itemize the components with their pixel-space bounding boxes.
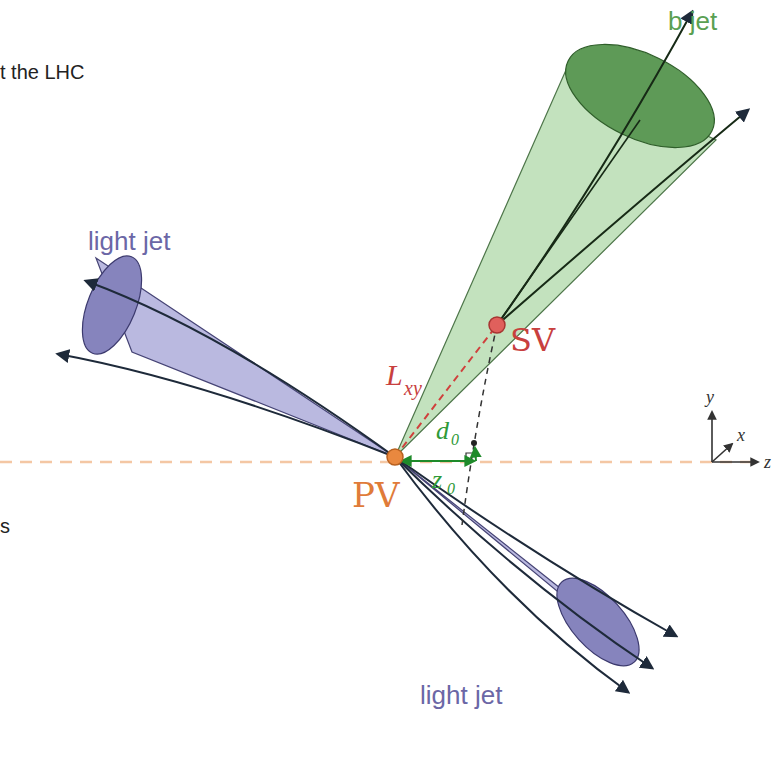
- axis-label: y: [706, 388, 714, 406]
- light-jet-cone: [395, 457, 676, 692]
- vertex-label: PV: [352, 478, 399, 512]
- axis-label: z: [764, 453, 771, 471]
- math-subscript: 0: [451, 432, 459, 448]
- math-symbol: L: [386, 360, 403, 390]
- math-symbol: d: [436, 418, 449, 444]
- track: [58, 354, 395, 457]
- track: [497, 110, 748, 325]
- primary-vertex: [387, 449, 403, 465]
- slide-text: s: [0, 516, 10, 536]
- decay-length-line: [395, 325, 497, 457]
- d0-arrow: [475, 448, 476, 461]
- jet-label: b jet: [668, 8, 717, 34]
- track: [395, 457, 652, 668]
- b-jet-cone: [395, 12, 748, 457]
- z0-arrow: [402, 460, 474, 462]
- track: [497, 12, 692, 325]
- track: [395, 457, 676, 636]
- x-axis: [712, 444, 732, 462]
- track-extrapolation: [462, 325, 497, 525]
- secondary-vertex: [489, 317, 505, 333]
- beam-line: [0, 461, 752, 464]
- cone-mouth: [543, 564, 654, 679]
- slide-text: t the LHC: [0, 62, 84, 82]
- y-axis: [711, 412, 713, 462]
- track: [395, 457, 628, 692]
- light-jet-cone: [58, 248, 395, 457]
- math-symbol: z: [432, 467, 442, 493]
- closest-approach-point: [471, 440, 477, 446]
- jet-label: light jet: [88, 228, 170, 254]
- track: [86, 281, 395, 457]
- axis-label: x: [737, 426, 745, 444]
- z-axis: [712, 461, 758, 463]
- track: [497, 120, 640, 325]
- math-subscript: 0: [447, 481, 455, 497]
- math-subscript: xy: [404, 378, 422, 398]
- jet-label: light jet: [420, 682, 502, 708]
- cone-mouth: [70, 248, 153, 362]
- vertex-label: SV: [510, 324, 555, 356]
- axes: [712, 412, 758, 462]
